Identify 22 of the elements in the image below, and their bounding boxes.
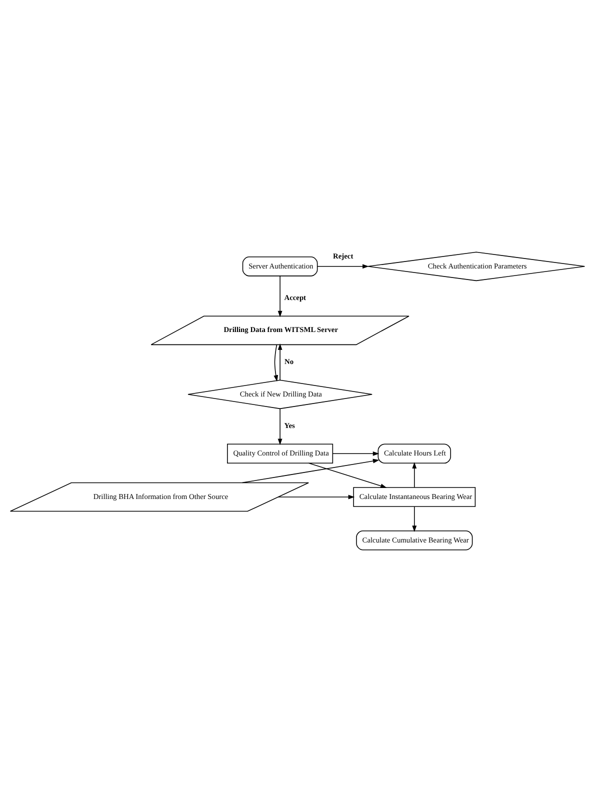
node-box: Calculate Instantaneous Bearing Wear — [353, 486, 476, 506]
arrow — [278, 343, 282, 380]
arrow — [412, 462, 417, 488]
node-diamond: Check Authentication Parameters — [367, 251, 586, 281]
arrow — [317, 264, 369, 268]
edge-label: Reject — [333, 250, 354, 260]
arrow — [308, 462, 387, 488]
arrow — [412, 506, 417, 532]
node-box: Calculate Hours Left — [378, 443, 452, 464]
arrow — [278, 408, 282, 445]
node-box: Server Authentication — [242, 256, 318, 276]
edge-label: Yes — [284, 420, 295, 430]
edge-label: Accept — [284, 292, 306, 302]
edge-label: No — [284, 356, 294, 366]
node-box: Calculate Cumulative Bearing Wear — [356, 530, 473, 550]
arrow — [242, 458, 380, 483]
arrow — [278, 275, 282, 317]
arrow — [332, 450, 380, 456]
node-diamond: Check if New Drilling Data — [188, 379, 372, 409]
arrow — [274, 344, 278, 382]
node-box: Quality Control of Drilling Data — [227, 443, 334, 464]
arrow — [278, 494, 355, 499]
